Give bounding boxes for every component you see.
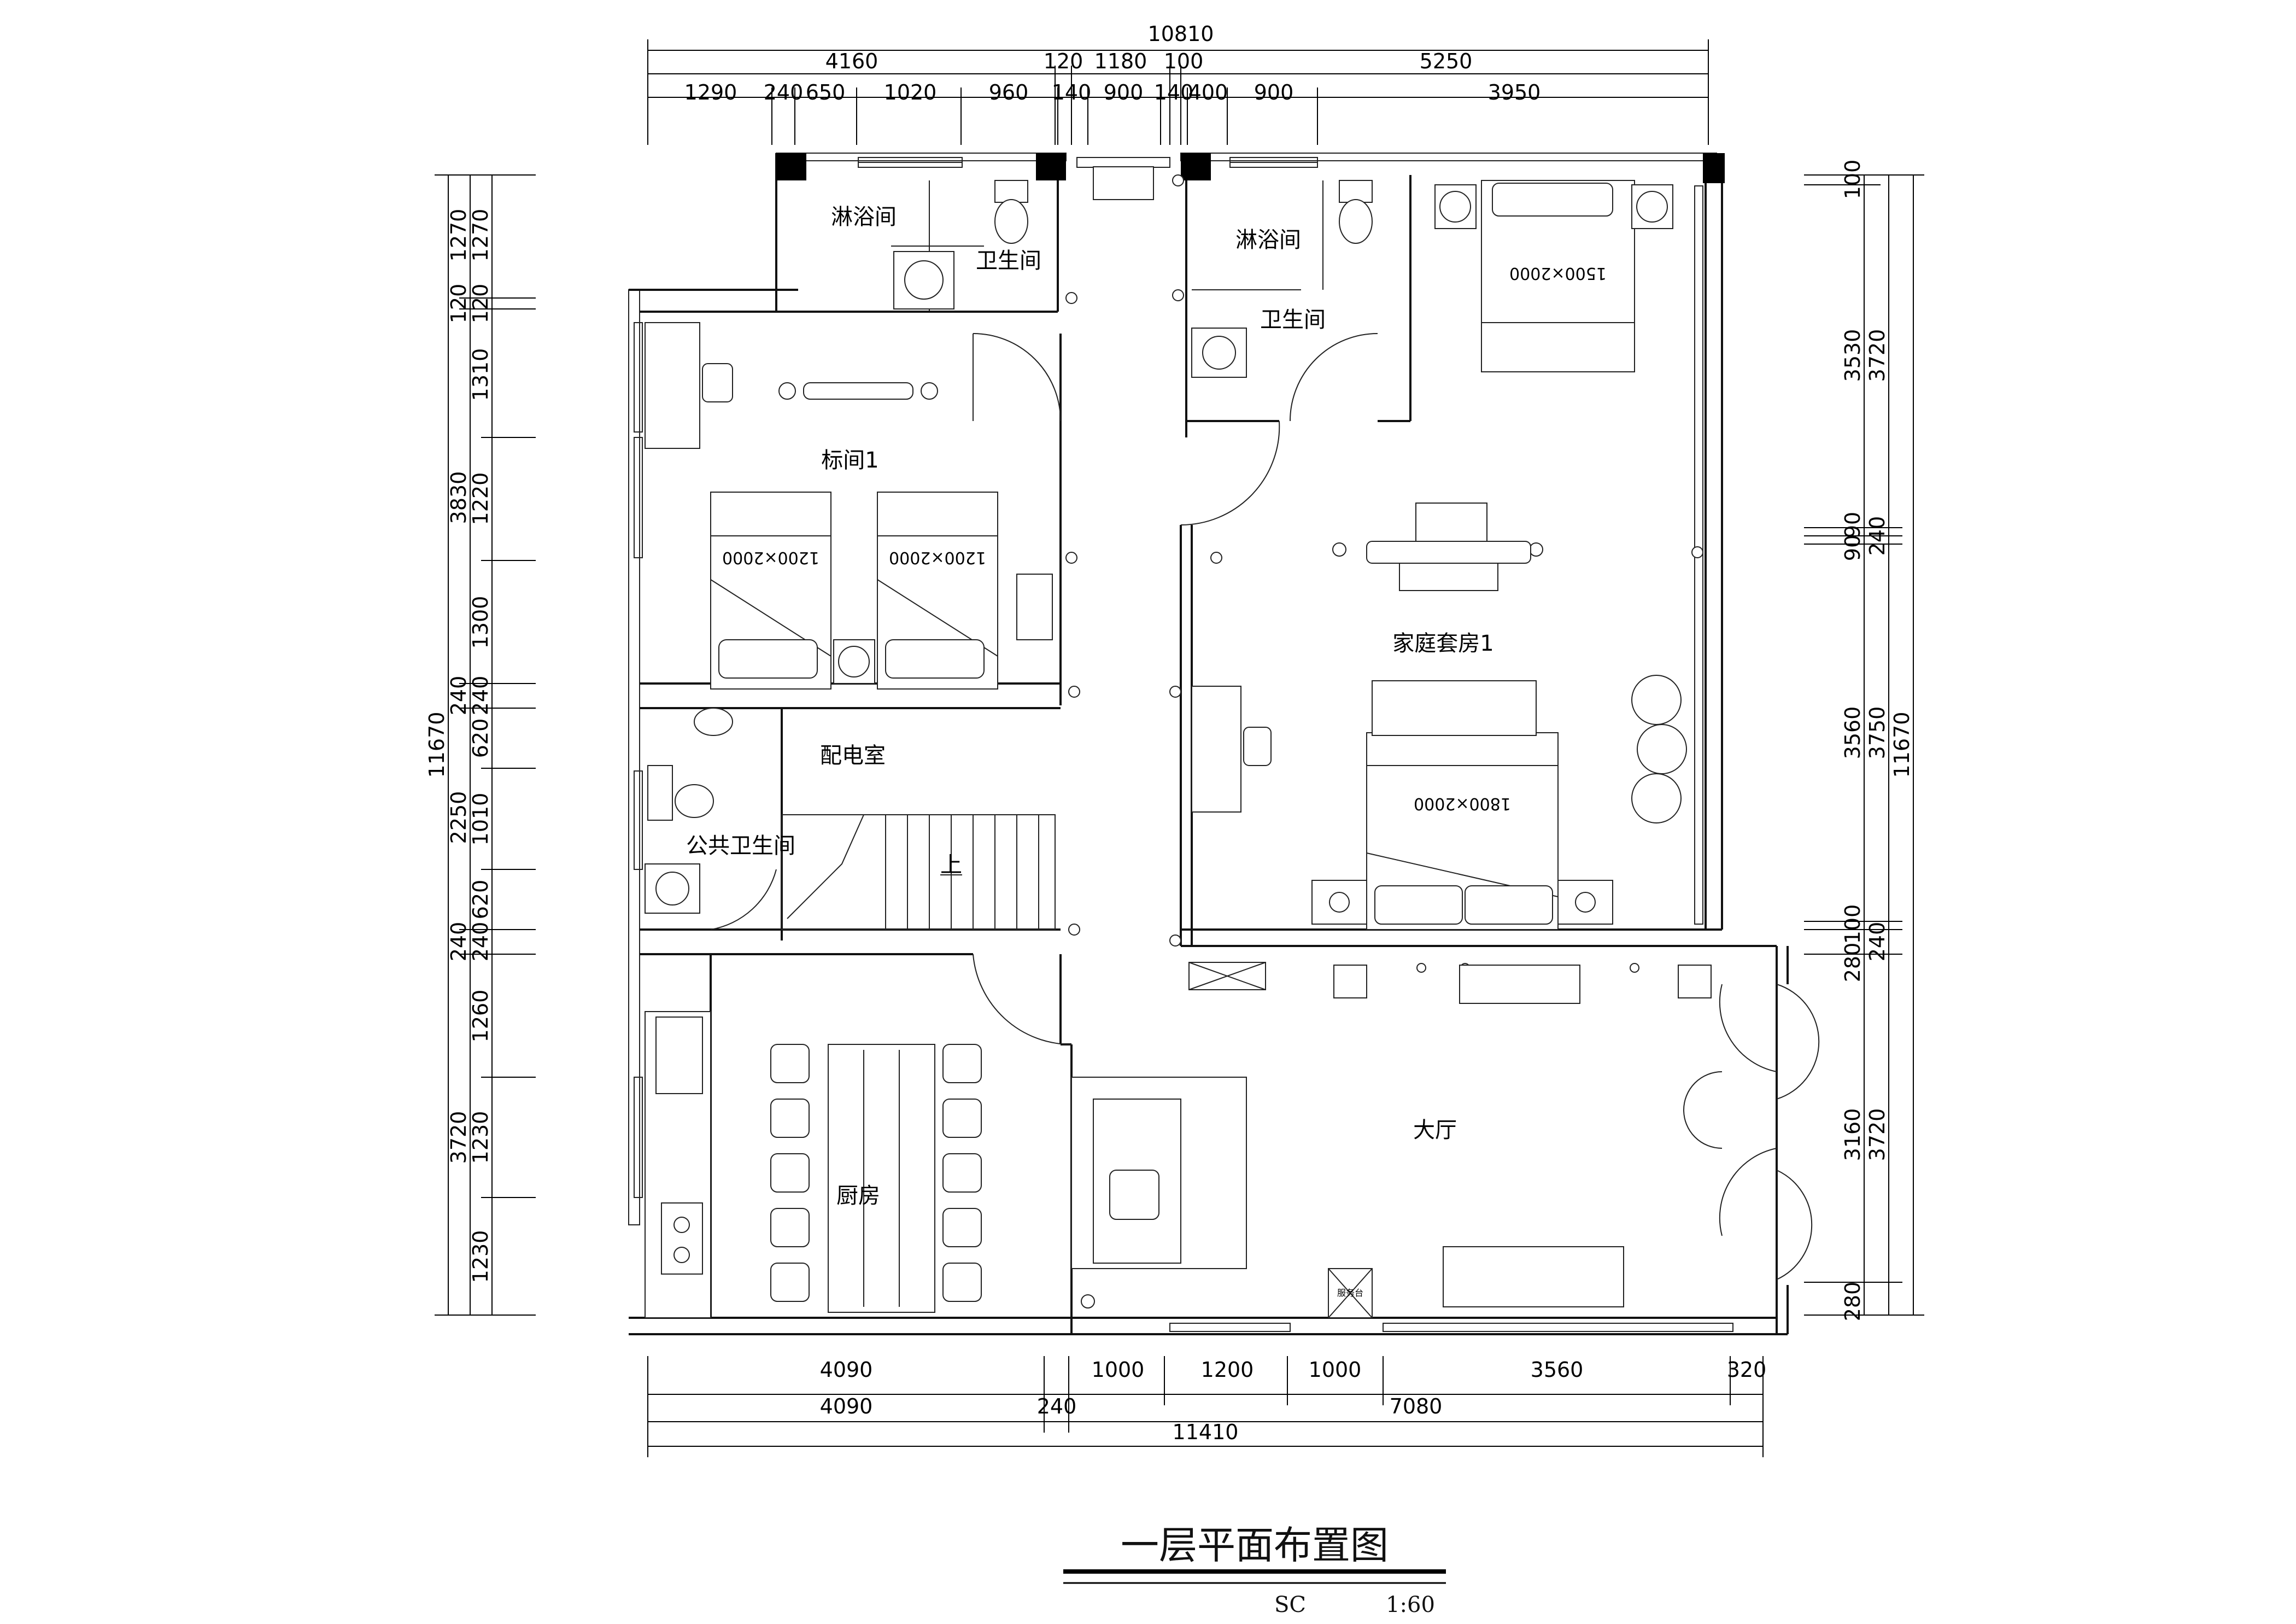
- master-bed: [1434, 180, 1673, 372]
- dim-left-r3: 120: [468, 284, 493, 324]
- dim-bottom-r1: 3560: [1531, 1358, 1584, 1382]
- dim-bottom-r2: 7080: [1390, 1394, 1443, 1418]
- dim-right-r3: 90: [1841, 512, 1865, 538]
- dim-right-r3: 90: [1841, 535, 1865, 561]
- dim-left-r3: 1230: [468, 1111, 493, 1164]
- dim-top-r3: 240: [764, 80, 804, 104]
- dim-right-r2: 240: [1865, 516, 1889, 556]
- dim-left-r2: 120: [447, 284, 471, 324]
- dim-left-r3: 1010: [468, 793, 493, 846]
- dim-left-r3: 1310: [468, 348, 493, 401]
- dim-top-r3: 900: [1104, 80, 1144, 104]
- dim-right-r3: 3560: [1841, 706, 1865, 760]
- dim-right-r3: 3530: [1841, 329, 1865, 382]
- door-swings: [710, 333, 1820, 1280]
- dim-top-r2: 4160: [825, 49, 878, 73]
- dim-right-r2: 3720: [1865, 329, 1889, 382]
- bed-label-twin-b: 1200×2000: [889, 548, 986, 567]
- dim-top-r3: 140: [1154, 80, 1194, 104]
- dim-left-r2: 3720: [447, 1111, 471, 1164]
- label-shower-right: 淋浴间: [1235, 227, 1301, 253]
- dim-top-r3: 400: [1188, 80, 1228, 104]
- dim-left-r3: 1300: [468, 596, 493, 649]
- label-family-suite: 家庭套房1: [1392, 631, 1493, 656]
- label-wc-left: 卫生间: [976, 248, 1041, 273]
- dim-top-r3: 1020: [884, 80, 937, 104]
- dim-left-r3: 1220: [468, 472, 493, 525]
- label-wc-right: 卫生间: [1260, 307, 1326, 332]
- dim-right-r3: 3160: [1841, 1108, 1865, 1161]
- label-power-room: 配电室: [820, 743, 886, 768]
- dim-left-labels: 11670 1270 120 3830 240 2250 240 3720 12…: [425, 209, 493, 1283]
- label-hall: 大厅: [1413, 1118, 1457, 1143]
- dim-bottom-r1: 1200: [1201, 1358, 1254, 1382]
- dim-top-r2: 100: [1164, 49, 1204, 73]
- bed-label-suite: 1800×2000: [1414, 794, 1511, 813]
- dim-left-r2: 240: [447, 676, 471, 716]
- dim-bottom-r2: 240: [1037, 1394, 1077, 1418]
- bed-label-master: 1500×2000: [1509, 264, 1607, 283]
- title-underline-thick: [1063, 1569, 1446, 1574]
- label-shower-left: 淋浴间: [831, 205, 897, 230]
- dim-top-r2: 120: [1044, 49, 1083, 73]
- dim-right-r3: 100: [1841, 904, 1865, 944]
- bathroom-fixtures: [645, 180, 1373, 914]
- dim-left-r3: 240: [468, 922, 493, 962]
- dim-left-r2: 240: [447, 922, 471, 962]
- twin-beds: [645, 322, 1053, 690]
- dim-top-overall: 10810: [1148, 22, 1214, 46]
- label-standard-room: 标间1: [821, 448, 878, 473]
- dim-left-r3: 620: [468, 718, 493, 758]
- dim-left-r3: 620: [468, 880, 493, 920]
- dim-bottom-r1: 1000: [1309, 1358, 1362, 1382]
- dim-bottom-r1: 4090: [820, 1358, 873, 1382]
- bed-label-twin-a: 1200×2000: [722, 548, 819, 567]
- dim-top-r2: 1180: [1094, 49, 1147, 73]
- suite-furniture: [1191, 503, 1687, 930]
- dim-bottom-r2: 4090: [820, 1394, 873, 1418]
- hall-furniture: [1071, 166, 1712, 1318]
- scale-prefix: SC: [1274, 1592, 1306, 1617]
- dim-bottom-r1: 320: [1727, 1358, 1767, 1382]
- dim-right-labels: 11670 3720 240 3750 240 3720 100 3530 90…: [1841, 160, 1914, 1322]
- dim-left-r2: 2250: [447, 791, 471, 844]
- dim-left-r2: 3830: [447, 471, 471, 524]
- dim-right-r2: 3750: [1865, 706, 1889, 760]
- label-kitchen: 厨房: [836, 1183, 880, 1208]
- dim-right-r3: 100: [1841, 160, 1865, 200]
- kitchen-furniture: [645, 1011, 982, 1318]
- dim-right-r2: 3720: [1865, 1108, 1889, 1161]
- dim-left-overall: 11670: [425, 712, 449, 778]
- dim-bottom-overall: 11410: [1173, 1420, 1239, 1444]
- drawing-title: 一层平面布置图: [1121, 1523, 1389, 1568]
- staircase: [781, 814, 1056, 930]
- label-public-wc: 公共卫生间: [686, 833, 795, 858]
- dim-right-r3: 280: [1841, 1282, 1865, 1322]
- dim-left-r2: 1270: [447, 209, 471, 262]
- dim-left-r3: 240: [468, 676, 493, 716]
- dim-top-r3: 3950: [1488, 80, 1541, 104]
- dim-left-r3: 1230: [468, 1230, 493, 1283]
- dim-top-r3: 900: [1254, 80, 1294, 104]
- dim-top-r3: 650: [806, 80, 846, 104]
- label-stair-up: 上: [940, 852, 962, 878]
- dimension-lines: [435, 39, 1924, 1457]
- dim-top-r2: 5250: [1420, 49, 1473, 73]
- dim-top-r3: 1290: [684, 80, 737, 104]
- scale-value: 1:60: [1386, 1592, 1435, 1617]
- dim-top-r3: 960: [989, 80, 1029, 104]
- dim-right-r3: 280: [1841, 943, 1865, 983]
- dim-left-r3: 1270: [468, 209, 493, 262]
- dim-right-r2: 240: [1865, 922, 1889, 962]
- structural-columns: [776, 153, 1725, 183]
- dim-left-r3: 1260: [468, 990, 493, 1043]
- service-desk-label: 服务台: [1337, 1288, 1363, 1298]
- dim-bottom-r1: 1000: [1092, 1358, 1145, 1382]
- dim-right-overall: 11670: [1890, 712, 1914, 778]
- dim-top-r3: 140: [1052, 80, 1092, 104]
